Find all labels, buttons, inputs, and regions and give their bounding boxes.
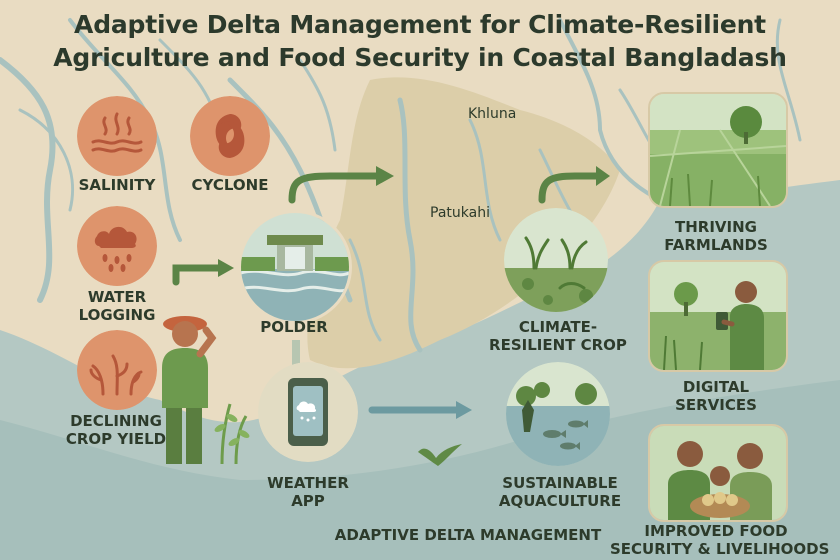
intervention-label-polder: POLDER xyxy=(260,318,328,336)
outcome-label-improved-food-security: IMPROVED FOOD SECURITY & LIVELIHOODS xyxy=(610,522,830,558)
challenge-label-salinity: SALINITY xyxy=(78,176,156,194)
climate-resilient-crop-icon xyxy=(504,208,608,312)
thriving-farmlands-image xyxy=(648,92,788,208)
intervention-label-climate-resilient-crop: CLIMATE- RESILIENT CROP xyxy=(489,318,627,354)
wilting-crop-icon xyxy=(77,330,157,410)
farmer-figure xyxy=(162,316,250,465)
digital-services-image xyxy=(648,260,788,372)
delta-land xyxy=(307,77,620,369)
arrow-crop-to-outcomes xyxy=(538,172,602,204)
page-title: Adaptive Delta Management for Climate-Re… xyxy=(0,8,840,74)
outcome-label-digital-services: DIGITAL SERVICES xyxy=(675,378,757,414)
challenge-label-water-logging: WATER LOGGING xyxy=(78,288,156,324)
rain-cloud-icon xyxy=(77,206,157,286)
challenge-label-cyclone: CYCLONE xyxy=(191,176,269,194)
arrow-polder-to-map xyxy=(288,172,382,204)
footer-label: ADAPTIVE DELTA MANAGEMENT xyxy=(334,526,602,544)
aquaculture-icon xyxy=(506,362,610,466)
arrow-head-2 xyxy=(596,166,610,186)
arrow-head-4 xyxy=(456,401,472,419)
challenge-label-declining-crop-yield: DECLINING CROP YIELD xyxy=(65,412,167,448)
improved-food-security-image xyxy=(648,424,788,522)
salinity-icon xyxy=(77,96,157,176)
map-label-khluna: Khluna xyxy=(468,106,517,122)
title-line-1: Adaptive Delta Management for Climate-Re… xyxy=(74,10,766,39)
polder-icon xyxy=(238,210,352,324)
arrow-challenges-to-polder xyxy=(172,264,224,286)
arrow-head-1 xyxy=(376,166,394,186)
bird-icon xyxy=(418,444,462,466)
outcome-label-thriving-farmlands: THRIVING FARMLANDS xyxy=(664,218,768,254)
weather-app-icon xyxy=(258,362,358,462)
cyclone-icon xyxy=(190,96,270,176)
sea-dark xyxy=(0,380,840,560)
map-label-patukahi: Patukahi xyxy=(430,205,490,221)
intervention-label-weather-app: WEATHER APP xyxy=(267,474,349,510)
title-line-2: Agriculture and Food Security in Coastal… xyxy=(53,43,787,72)
arrow-head-3 xyxy=(218,259,234,277)
intervention-label-aquaculture: SUSTAINABLE AQUACULTURE xyxy=(498,474,622,510)
